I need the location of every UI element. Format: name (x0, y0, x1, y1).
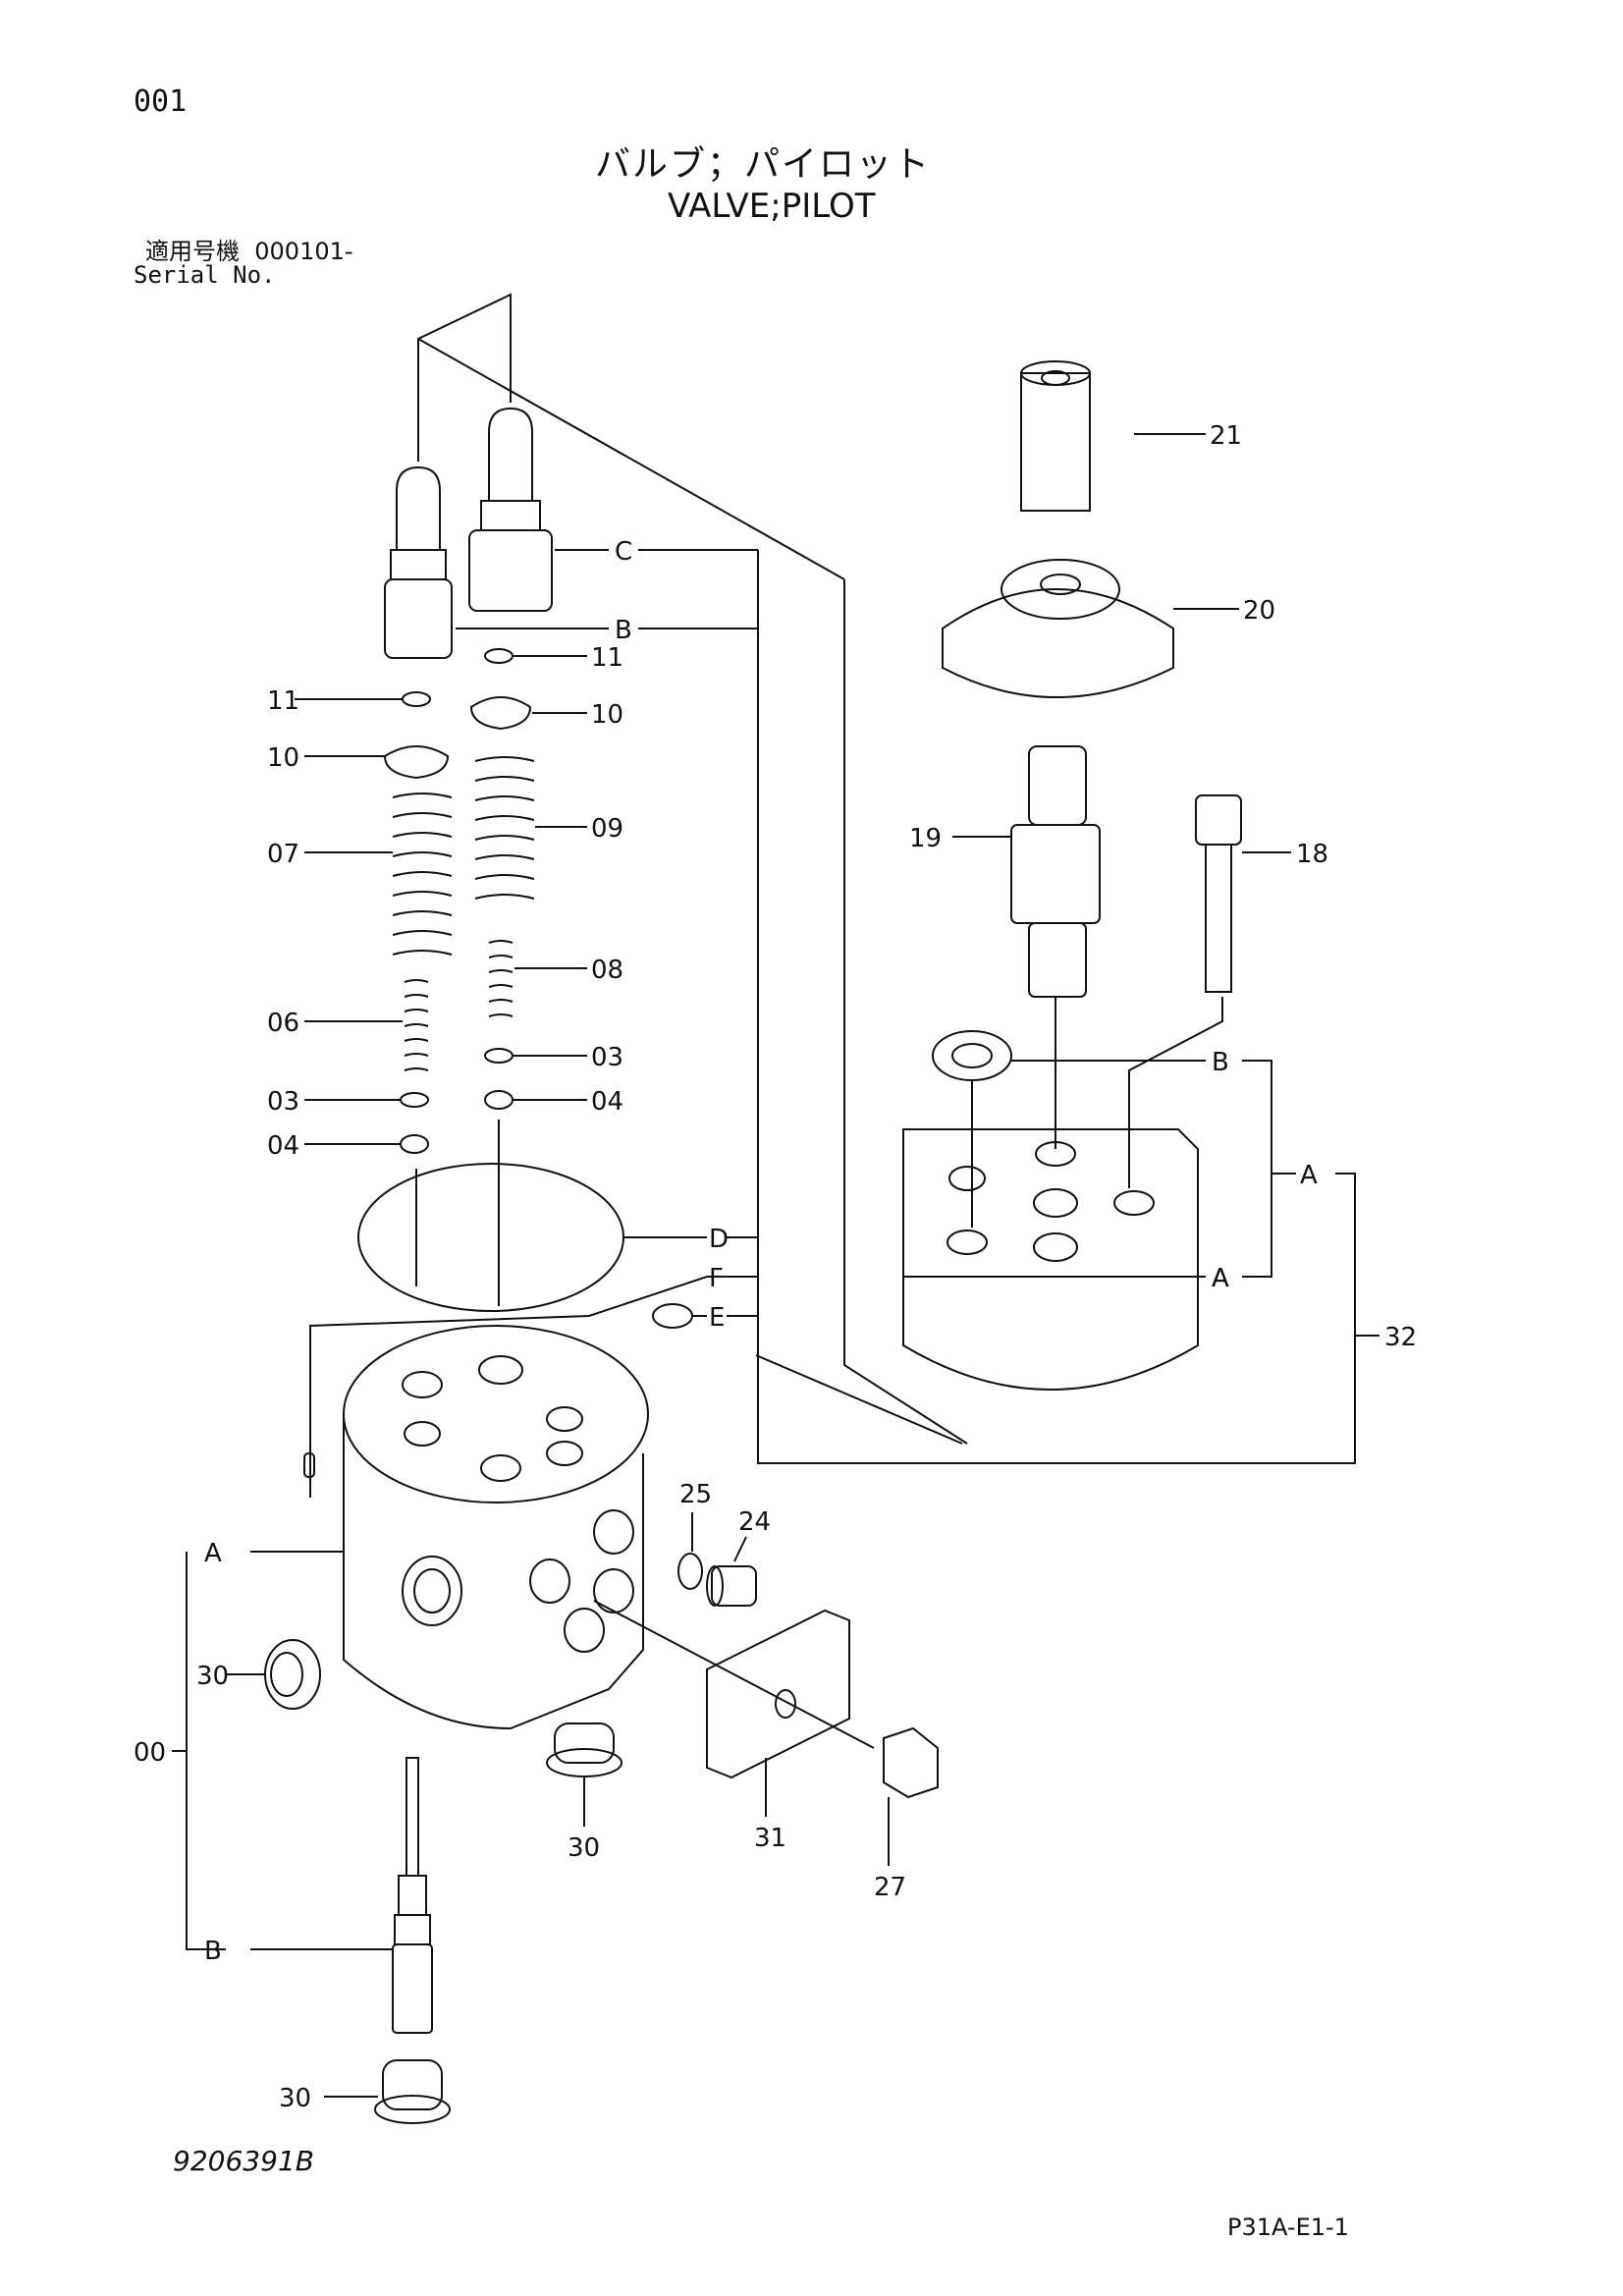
leader-lines (172, 433, 1380, 2098)
callout-a-group: A (1300, 1161, 1318, 1190)
plug-30-bottom (546, 1722, 622, 1777)
serial-value: 000101- (254, 238, 353, 265)
callout-09: 09 (591, 814, 623, 844)
callout-03-left: 03 (267, 1087, 299, 1117)
plug-24 (706, 1565, 757, 1607)
callout-b-top: B (615, 616, 632, 645)
nut-21 (1020, 360, 1091, 512)
springs (392, 756, 535, 1071)
bolt-27 (593, 1600, 939, 1799)
joint-19 (1010, 745, 1101, 998)
callout-30-bottom: 30 (568, 1833, 600, 1863)
callout-24: 24 (738, 1507, 771, 1537)
valve-body (303, 1325, 649, 1730)
plate-32 (902, 1128, 1199, 1391)
callout-20: 20 (1243, 596, 1275, 626)
o-ring-d (357, 1163, 624, 1312)
callout-07: 07 (267, 840, 299, 869)
callout-03-right: 03 (591, 1043, 623, 1072)
o-ring-e (652, 1303, 693, 1329)
bolt-18 (1195, 794, 1242, 993)
callout-c: C (615, 537, 632, 567)
callout-10-right: 10 (591, 700, 623, 730)
spool (392, 1757, 433, 2034)
callout-10-left: 10 (267, 743, 299, 773)
callout-04-left: 04 (267, 1131, 299, 1161)
plunger-c (468, 407, 553, 612)
callout-b-left: B (204, 1937, 222, 1966)
title-english: VALVE;PILOT (668, 187, 876, 226)
callout-30-base: 30 (279, 2084, 311, 2113)
plunger-b (384, 465, 453, 659)
callout-04-right: 04 (591, 1087, 623, 1117)
title-japanese: バルブ；パイロット (595, 144, 932, 185)
callout-labels: 21 20 19 18 C B 11 11 10 10 07 09 08 06 … (134, 421, 1417, 2113)
callout-11-right: 11 (591, 643, 623, 673)
right-guide-lines (971, 997, 1223, 1228)
callout-08: 08 (591, 956, 623, 985)
callout-30-left: 30 (196, 1662, 229, 1691)
page-number: 001 (134, 84, 188, 119)
assembly-guide-lines (417, 293, 968, 1445)
callout-d: D (709, 1225, 729, 1254)
callout-f: F (709, 1264, 724, 1293)
callout-32: 32 (1384, 1323, 1417, 1352)
callout-21: 21 (1210, 421, 1242, 451)
snap-rings-and-seats (383, 648, 532, 1154)
drawing-number: 9206391B (173, 2145, 314, 2177)
callout-a-right-2: A (1212, 1264, 1229, 1293)
callout-31: 31 (754, 1824, 786, 1853)
callout-a-left: A (204, 1539, 222, 1568)
callout-11-left: 11 (267, 686, 299, 716)
cap-20 (942, 559, 1174, 698)
callout-18: 18 (1296, 840, 1328, 869)
serial-label-english: Serial No. (134, 261, 276, 289)
serial-label-jp-text: 適用号機 (145, 238, 240, 265)
callout-a-right-1: A (1212, 1264, 1229, 1293)
plug-30-left (264, 1639, 321, 1710)
callout-06: 06 (267, 1009, 299, 1038)
callout-27: 27 (874, 1873, 906, 1902)
dowel-guide (309, 1276, 727, 1498)
callout-19: 19 (909, 824, 942, 853)
serial-label-japanese: 適用号機 000101- (145, 232, 353, 266)
seal-b-right (932, 1030, 1012, 1081)
plug-30-base (374, 2059, 451, 2124)
seal-25 (677, 1553, 703, 1590)
callout-b-right: B (1212, 1048, 1229, 1077)
callout-00: 00 (134, 1738, 166, 1768)
callout-25: 25 (679, 1480, 712, 1509)
center-lines (415, 1120, 500, 1306)
sheet-reference: P31A-E1-1 (1227, 2214, 1349, 2241)
cover-31 (706, 1609, 850, 1779)
callout-e: E (709, 1303, 725, 1333)
